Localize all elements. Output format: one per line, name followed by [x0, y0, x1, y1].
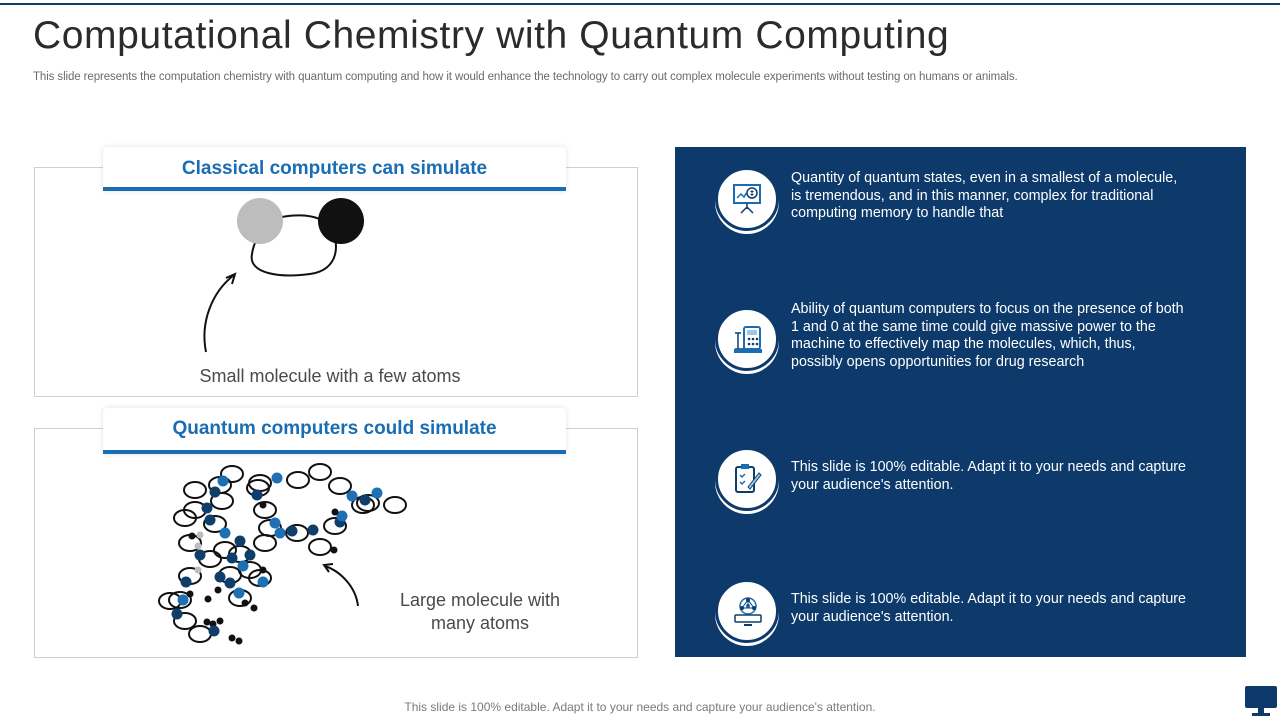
footer-note: This slide is 100% editable. Adapt it to… [404, 700, 876, 714]
classical-heading-tab: Classical computers can simulate [103, 147, 566, 191]
large-molecule-illustration [158, 463, 407, 645]
classical-heading: Classical computers can simulate [181, 158, 488, 179]
arrow-line-2 [324, 565, 359, 607]
black-atom [318, 198, 364, 244]
quantum-panel [34, 428, 638, 658]
bond-loop [250, 214, 337, 277]
page-title: Computational Chemistry with Quantum Com… [33, 14, 950, 57]
clipboard-pen-icon [715, 447, 779, 511]
classical-caption: Small molecule with a few atoms [199, 366, 461, 386]
calculator-machine-icon [715, 307, 779, 371]
top-rule [0, 3, 1280, 5]
quantum-heading: Quantum computers could simulate [172, 418, 497, 439]
atoms [171, 472, 383, 645]
monitor-icon [1245, 686, 1277, 716]
grey-atom [237, 198, 283, 244]
arrow-line [203, 274, 235, 353]
quantum-heading-tab: Quantum computers could simulate [103, 408, 566, 454]
benefits-panel: Quantity of quantum states, even in a sm… [675, 147, 1246, 657]
arrow-head-2 [322, 563, 334, 573]
network-monitor-icon [715, 579, 779, 643]
presentation-dollar-icon [715, 167, 779, 231]
benefit-text-4: This slide is 100% editable. Adapt it to… [791, 591, 1187, 625]
benefit-text-2: Ability of quantum computers to focus on… [791, 301, 1184, 370]
small-molecule-illustration [203, 198, 364, 353]
quantum-caption: Large molecule with many atoms [399, 590, 561, 633]
arrow-head [225, 272, 237, 285]
benefit-text-3: This slide is 100% editable. Adapt it to… [791, 459, 1187, 493]
page-subtitle: This slide represents the computation ch… [33, 71, 1018, 83]
benefit-text-1: Quantity of quantum states, even in a sm… [791, 170, 1178, 221]
